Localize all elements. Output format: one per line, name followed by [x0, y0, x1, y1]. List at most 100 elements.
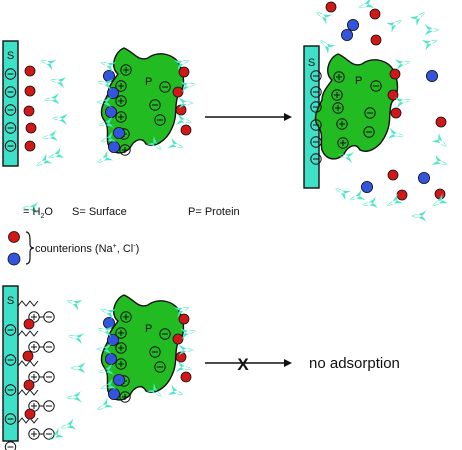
positive-charge [120, 64, 132, 76]
positive-charge [115, 327, 127, 339]
na-ion [178, 66, 190, 78]
negative-charge [310, 70, 322, 82]
na-ion [24, 85, 36, 97]
positive-charge [331, 89, 343, 101]
na-ion [172, 86, 184, 98]
water-molecule [41, 129, 58, 144]
positive-charge [119, 144, 131, 156]
cl-ion [105, 106, 118, 119]
cl-ion [340, 28, 353, 41]
cl-ion [103, 316, 116, 329]
water-molecule [67, 330, 84, 345]
no-adsorption-label: no adsorption [309, 355, 400, 372]
na-ion [23, 318, 35, 330]
positive-charge [120, 311, 132, 323]
negative-charge [4, 86, 17, 98]
water-molecule [65, 390, 82, 404]
water-molecule [51, 112, 68, 126]
na-ion [435, 116, 447, 128]
arrow-blocked [205, 359, 292, 367]
surface-bar-brush [2, 285, 19, 442]
brace-icon [25, 231, 35, 265]
surface-charges [4, 68, 17, 152]
negative-charge [310, 136, 322, 148]
zwitterion-chain [4, 300, 55, 336]
surface-label: S [7, 50, 14, 62]
legend-counterions: counterions (Na+, Cl-) [35, 243, 139, 255]
legend-protein: P= Protein [188, 206, 240, 218]
zwitterion-chain [4, 389, 55, 425]
cl-ion [346, 18, 359, 31]
water-molecule [421, 34, 440, 51]
cl-ion [108, 387, 121, 400]
negative-charge [4, 384, 17, 396]
protein-charges-3 [115, 311, 171, 403]
water-molecule [332, 183, 352, 201]
water-molecule [64, 294, 83, 311]
na-ion [22, 350, 34, 362]
na-ion [175, 104, 187, 116]
water-molecule [38, 54, 57, 71]
cl-ion [103, 70, 116, 83]
cl-ion [113, 373, 126, 386]
na-ion [178, 313, 190, 325]
negative-charge [43, 428, 55, 440]
water-molecule [411, 210, 427, 222]
surface-label-brush: S [7, 295, 14, 307]
positive-charge [28, 341, 40, 353]
surface-water [33, 54, 68, 171]
negative-charge [310, 101, 322, 113]
surface-counterions [23, 65, 37, 152]
cl-ion [417, 171, 430, 184]
negative-charge [4, 140, 17, 152]
na-ion [180, 124, 192, 136]
negative-charge [154, 361, 166, 373]
zwitterion-chain [4, 417, 55, 450]
protein-label-adsorbed: P [355, 75, 362, 87]
na-ion [434, 188, 446, 200]
negative-charge [4, 68, 17, 80]
negative-charge [149, 346, 161, 358]
protein-adsorbed [314, 53, 399, 160]
negative-charge [310, 119, 322, 131]
positive-charge [28, 428, 40, 440]
na-ion [24, 408, 36, 420]
na-ion [24, 65, 36, 77]
water-molecule [46, 147, 65, 164]
negative-charge [154, 114, 166, 126]
negative-charge [43, 371, 55, 383]
protein-label: P [145, 76, 152, 88]
positive-charge [119, 391, 131, 403]
cl-ion [108, 140, 121, 153]
water-molecule [94, 150, 114, 168]
water-molecule [49, 74, 66, 89]
negative-charge [4, 324, 17, 336]
positive-charge [115, 95, 127, 107]
blocked-x-mark: X [237, 355, 249, 374]
negative-charge [43, 311, 55, 323]
positive-charge [115, 342, 127, 354]
panel-separate: S P [2, 40, 197, 171]
cl-ion [107, 333, 120, 346]
positive-charge [332, 102, 344, 114]
water-molecule [33, 153, 53, 171]
na-ion [23, 105, 35, 117]
cl-ion-icon [7, 252, 21, 266]
zwitterion-chain [4, 360, 55, 396]
na-ion [24, 140, 36, 152]
water-molecule [431, 154, 450, 171]
water-molecule [347, 189, 366, 206]
arrow-adsorption [205, 113, 292, 121]
positive-charge [336, 118, 348, 130]
negative-charge [310, 153, 322, 165]
negative-charge [43, 341, 55, 353]
adsorbed-charges [310, 70, 382, 165]
na-ion [389, 68, 401, 80]
zwitterion-chains [4, 294, 86, 450]
cl-ion [113, 127, 126, 140]
na-ion [390, 107, 402, 119]
negative-charge [363, 126, 375, 138]
water-molecule [431, 132, 451, 152]
